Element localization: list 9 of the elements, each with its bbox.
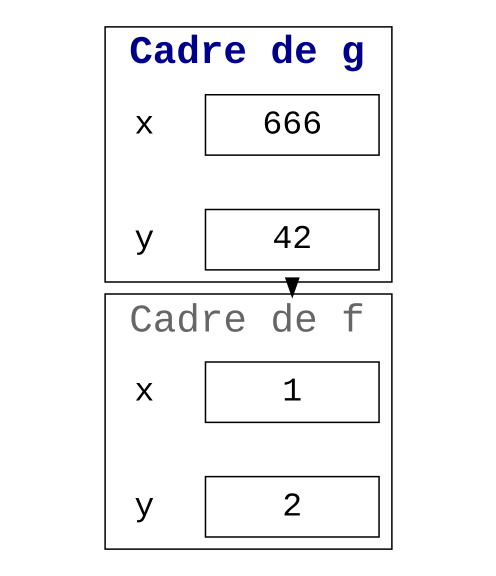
- node-label: x: [134, 372, 154, 411]
- node-label: y: [134, 220, 154, 258]
- node-label: x: [134, 105, 154, 144]
- node-box: 1: [204, 361, 380, 424]
- node-box: 666: [204, 94, 380, 156]
- node-box: 2: [204, 476, 380, 538]
- arrow: [284, 277, 300, 299]
- node-box: 42: [204, 208, 380, 271]
- node-label: y: [134, 487, 154, 526]
